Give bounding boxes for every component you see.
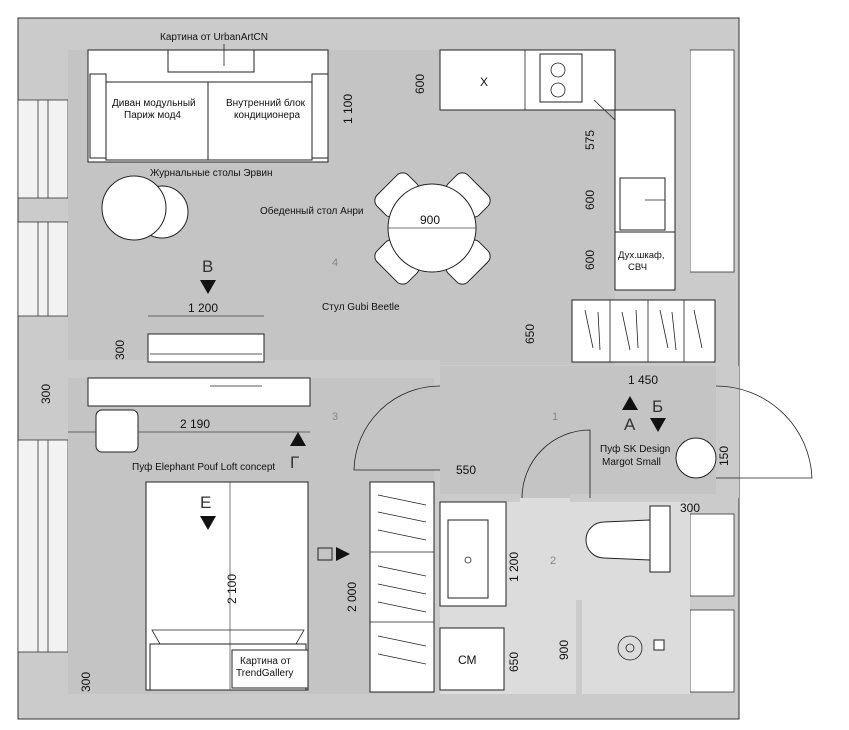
dim-1200-tv: 1 200	[188, 301, 218, 315]
painting-bottom	[231, 649, 309, 689]
kitchen-wardrobe	[571, 299, 716, 363]
dim-600-top: 600	[413, 74, 427, 94]
kitchen-column	[614, 109, 676, 291]
washing-machine	[439, 627, 505, 691]
pouf-right	[675, 437, 717, 479]
ac-label-1: Внутренний блок	[226, 97, 306, 109]
sofa-label-2: Париж мод4	[124, 110, 181, 121]
dim-650-bath: 650	[507, 652, 521, 672]
painting-bottom-label-1: Картина от	[240, 656, 291, 667]
view-arrow-g	[290, 432, 306, 446]
hob-x-label: Х	[480, 75, 488, 89]
bath-cabinet	[439, 501, 507, 607]
washer-label: СМ	[458, 653, 477, 667]
ac-label-2: кондиционера	[234, 110, 301, 121]
partition-wall	[68, 360, 434, 378]
view-mark-a: А	[624, 415, 636, 434]
view-mark-v: В	[202, 257, 213, 276]
dim-900-bath: 900	[557, 640, 571, 660]
left-windows	[17, 99, 69, 653]
room-number-2: 2	[550, 555, 556, 567]
dining-set	[374, 172, 491, 285]
view-arrow-a	[622, 396, 638, 410]
oven-label-2: СВЧ	[628, 262, 647, 273]
partition-wall	[576, 600, 582, 694]
sofa	[87, 49, 329, 163]
coffee-tables	[101, 175, 189, 241]
view-mark-g: Г	[290, 453, 299, 472]
bedroom-shelf	[87, 377, 311, 407]
kitchen-counter	[439, 49, 616, 121]
dim-650-fridge: 650	[523, 324, 537, 344]
partition-wall	[570, 494, 716, 502]
dim-600-b: 600	[583, 250, 597, 270]
bedroom-wardrobe	[369, 481, 435, 693]
pouf-left-label: Пуф Elephant Pouf Loft concept	[132, 461, 275, 473]
shower	[617, 635, 665, 661]
dim-600-a: 600	[583, 190, 597, 210]
room-number-4: 4	[332, 257, 338, 269]
painting-bottom-label-2: TrendGallery	[236, 668, 293, 679]
dim-300-shelf: 300	[39, 384, 53, 404]
sofa-label-1: Диван модульный	[112, 98, 196, 109]
partition-wall	[716, 366, 739, 498]
partition-wall	[440, 494, 520, 502]
oven-label-1: Дух.шкаф,	[618, 250, 665, 261]
right-windows	[689, 49, 735, 693]
toilet	[585, 505, 671, 573]
room-number-1: 1	[552, 411, 558, 423]
partition-wall	[434, 470, 440, 694]
pouf-left	[95, 409, 139, 453]
camera-icon	[317, 547, 350, 561]
dim-300-tv: 300	[113, 340, 127, 360]
view-arrow-b	[650, 418, 666, 432]
dim-1450: 1 450	[628, 373, 658, 387]
dim-550: 550	[456, 463, 476, 477]
pouf-right-label-2: Margot Small	[602, 457, 661, 468]
view-arrow-v	[200, 280, 216, 294]
view-mark-b: Б	[652, 397, 663, 416]
view-mark-e: Е	[200, 493, 211, 512]
painting-top-label: Картина от UrbanArtCN	[160, 32, 268, 43]
hall-floor	[434, 366, 716, 498]
dim-2100: 2 100	[225, 574, 239, 604]
partition-wall	[434, 366, 440, 386]
dim-150: 150	[717, 446, 731, 466]
room-number-3: 3	[332, 411, 338, 423]
doors	[353, 385, 813, 499]
dim-900-table: 900	[420, 213, 440, 227]
coffee-tables-label: Журнальные столы Эрвин	[150, 168, 273, 179]
dim-575: 575	[583, 130, 597, 150]
dim-2000: 2 000	[345, 582, 359, 612]
dining-table-label: Обеденный стол Анри	[260, 205, 364, 217]
pouf-right-label-1: Пуф SK Design	[600, 443, 670, 455]
dim-300-bath: 300	[680, 501, 700, 515]
tv-stand	[147, 333, 265, 363]
chair-label: Стул Gubi Beetle	[322, 302, 400, 313]
dim-300-bottom: 300	[79, 672, 93, 692]
dim-2190: 2 190	[180, 417, 210, 431]
view-arrow-e	[200, 516, 216, 530]
dim-1100: 1 100	[341, 94, 355, 124]
dim-1200-bath: 1 200	[507, 552, 521, 582]
